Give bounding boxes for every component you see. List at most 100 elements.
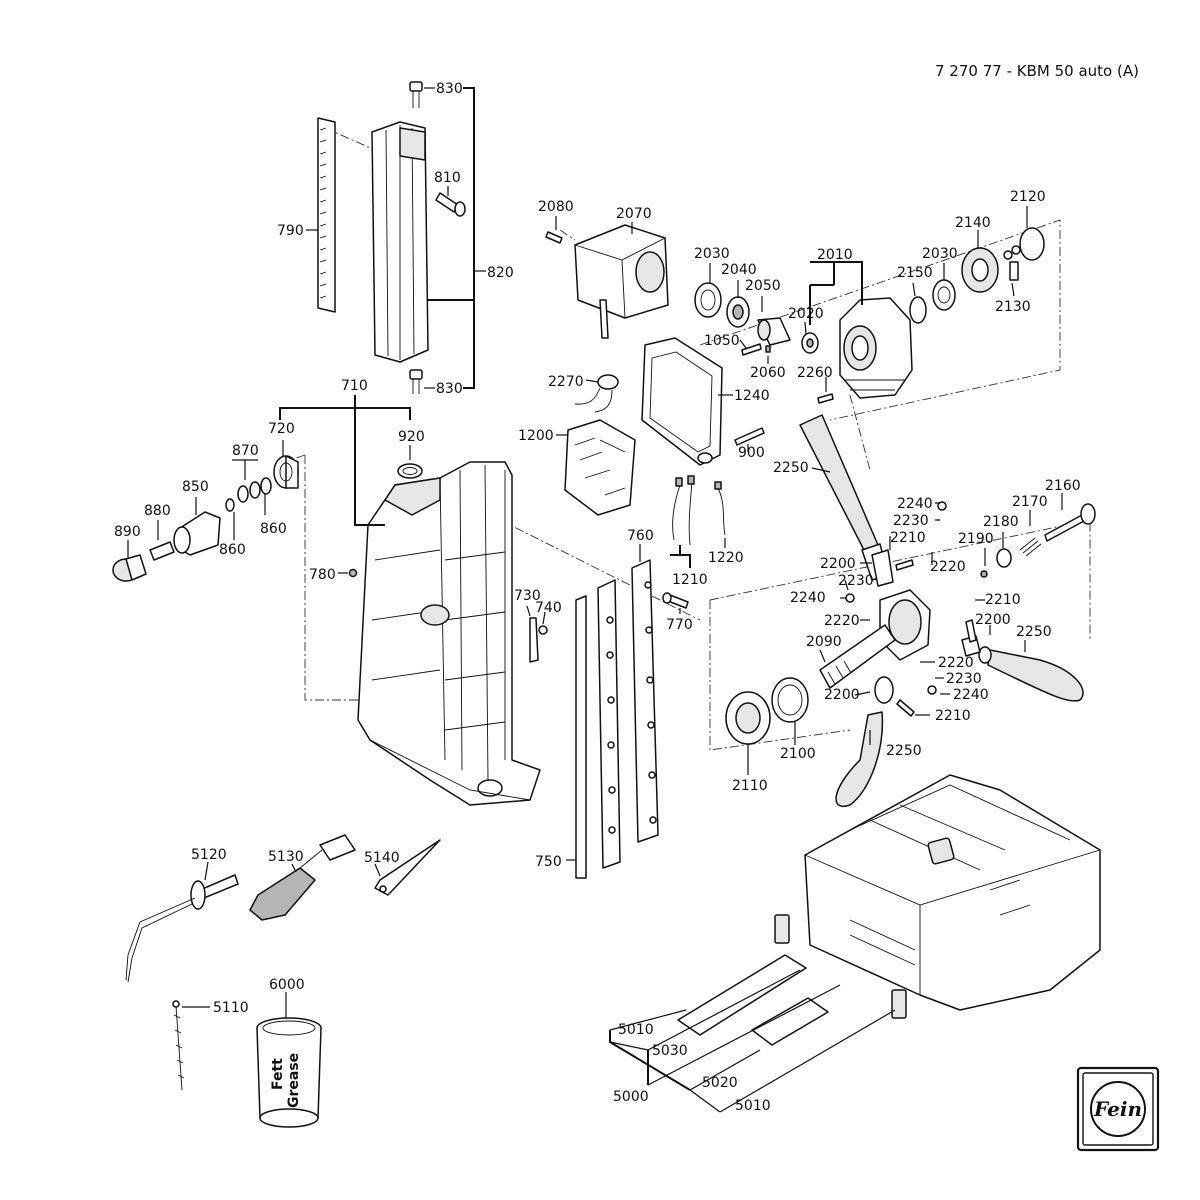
document-title: 7 270 77 - KBM 50 auto (A) xyxy=(935,62,1139,80)
label-2100: 2100 xyxy=(780,746,816,762)
label-740: 740 xyxy=(535,600,562,616)
label-860-b: 860 xyxy=(219,542,246,558)
rail-strip-750 xyxy=(575,595,587,879)
gearbox-2010 xyxy=(839,297,913,399)
fein-logo-text: Fein xyxy=(1093,1097,1142,1121)
label-2180: 2180 xyxy=(983,514,1019,530)
label-870: 870 xyxy=(232,443,259,459)
pin-2190 xyxy=(980,570,988,578)
label-1200: 1200 xyxy=(518,428,554,444)
label-890: 890 xyxy=(114,524,141,540)
bearing-2040 xyxy=(726,296,750,328)
washer-2030-b xyxy=(932,279,956,311)
label-2030-a: 2030 xyxy=(694,246,730,262)
fein-logo: Fein xyxy=(1076,1066,1160,1152)
label-2140: 2140 xyxy=(955,215,991,231)
label-710: 710 xyxy=(341,378,368,394)
callouts-lock xyxy=(127,440,348,574)
screw-900 xyxy=(734,427,765,446)
board-1200 xyxy=(564,419,636,516)
label-830-bottom: 830 xyxy=(436,381,463,397)
label-760: 760 xyxy=(627,528,654,544)
key-5140 xyxy=(374,839,441,896)
label-2230-c: 2230 xyxy=(946,671,982,687)
label-2160: 2160 xyxy=(1045,478,1081,494)
washers-870 xyxy=(225,477,272,512)
screw-780 xyxy=(348,568,358,578)
callouts-accessories xyxy=(182,861,381,1018)
cover-1240 xyxy=(641,337,723,466)
pinion-2050 xyxy=(757,317,791,346)
label-2220-a: 2220 xyxy=(930,559,966,575)
label-2260: 2260 xyxy=(797,365,833,381)
screw-810 xyxy=(435,192,466,217)
label-2110: 2110 xyxy=(732,778,768,794)
callouts-base xyxy=(279,395,411,526)
seal-2110 xyxy=(725,691,771,745)
label-2210-c: 2210 xyxy=(935,708,971,724)
label-810: 810 xyxy=(434,170,461,186)
ring-2100 xyxy=(771,677,809,723)
label-2060: 2060 xyxy=(750,365,786,381)
callouts-column xyxy=(306,87,486,389)
label-5020: 5020 xyxy=(702,1075,738,1091)
grease-text-fett: Fett xyxy=(270,1058,286,1090)
label-6000: 6000 xyxy=(269,977,305,993)
pin-2060 xyxy=(765,345,771,353)
label-2240-a: 2240 xyxy=(897,496,933,512)
label-900: 900 xyxy=(738,445,765,461)
ring-920 xyxy=(397,463,423,479)
label-2150: 2150 xyxy=(897,265,933,281)
label-730: 730 xyxy=(514,588,541,604)
screw-830-top xyxy=(409,81,423,108)
spring-2170 xyxy=(1019,537,1042,557)
callouts-rails xyxy=(566,544,641,861)
label-2200-b: 2200 xyxy=(975,612,1011,628)
label-2240-b: 2240 xyxy=(790,590,826,606)
sleeve-720 xyxy=(273,455,299,489)
label-2270: 2270 xyxy=(548,374,584,390)
label-780: 780 xyxy=(309,567,336,583)
label-5130: 5130 xyxy=(268,849,304,865)
pin-parts-2200-2240 xyxy=(845,501,981,717)
label-5140: 5140 xyxy=(364,850,400,866)
label-1050: 1050 xyxy=(704,333,740,349)
spindle-2090 xyxy=(819,624,896,689)
guide-rail-760 xyxy=(631,559,659,843)
rack-790 xyxy=(317,117,336,313)
label-920: 920 xyxy=(398,429,425,445)
guide-rail-a xyxy=(597,579,621,869)
clip-730 xyxy=(529,617,539,663)
label-5000: 5000 xyxy=(613,1089,649,1105)
label-880: 880 xyxy=(144,503,171,519)
pin-2160 xyxy=(1044,503,1096,542)
label-2220-c: 2220 xyxy=(938,655,974,671)
label-2230-b: 2230 xyxy=(838,573,874,589)
label-tag-a xyxy=(774,914,790,944)
screw-830-bottom xyxy=(409,369,423,394)
callouts-gears-top xyxy=(709,206,1028,392)
label-2080: 2080 xyxy=(538,199,574,215)
label-2170: 2170 xyxy=(1012,494,1048,510)
label-2200-a: 2200 xyxy=(820,556,856,572)
label-2250-bottom: 2250 xyxy=(886,743,922,759)
callouts-motor xyxy=(555,216,633,234)
part-labels: 830 810 790 820 830 710 720 920 870 850 … xyxy=(114,81,1081,1114)
callouts-handles xyxy=(747,467,1063,775)
label-2210-a: 2210 xyxy=(890,530,926,546)
label-1240: 1240 xyxy=(734,388,770,404)
label-2020: 2020 xyxy=(788,306,824,322)
knob-2180 xyxy=(996,548,1012,568)
parts-2130 xyxy=(1003,245,1021,281)
motor-2070 xyxy=(574,224,669,339)
label-750: 750 xyxy=(535,854,562,870)
foam-5020 xyxy=(751,997,829,1046)
gear-2140 xyxy=(961,247,999,293)
label-830-top: 830 xyxy=(436,81,463,97)
label-5030: 5030 xyxy=(652,1043,688,1059)
assembly-lines xyxy=(284,127,1091,751)
label-1220: 1220 xyxy=(708,550,744,566)
ring-2150 xyxy=(909,296,927,324)
label-850: 850 xyxy=(182,479,209,495)
